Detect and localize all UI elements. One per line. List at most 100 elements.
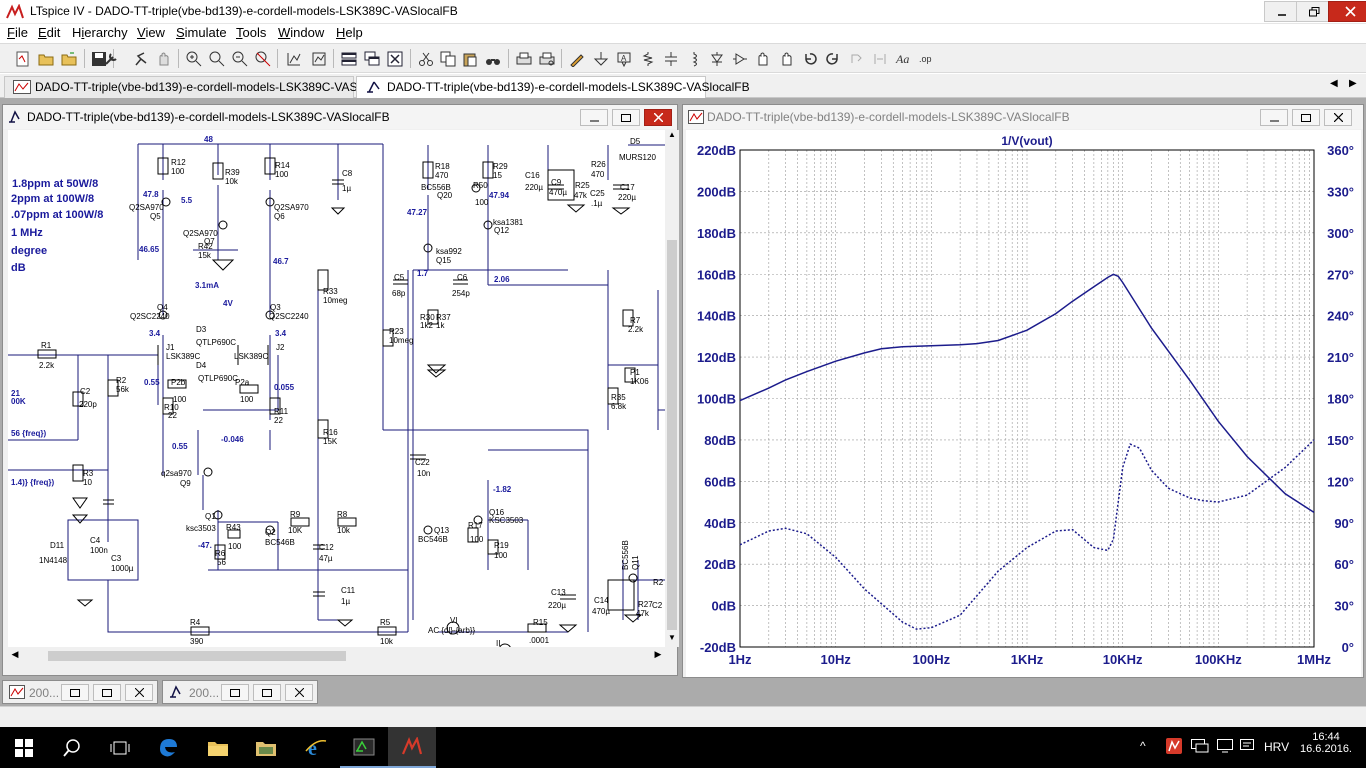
schematic-window-titlebar[interactable]: DADO-TT-triple(vbe-bd139)-e-cordell-mode… [3,105,677,129]
restore-button[interactable] [612,109,640,126]
ltspice-app-icon[interactable] [6,3,24,20]
print-preview-icon[interactable] [536,48,557,69]
minimized-schematic-window[interactable]: 200... [162,680,318,704]
minimize-button[interactable] [1260,109,1288,126]
file-explorer-icon[interactable] [194,727,242,768]
spice-directive-icon[interactable]: .op [915,48,936,69]
menu-simulate[interactable]: Simulate [176,25,227,40]
menu-hierarchy[interactable]: Hierarchy [72,25,128,40]
ground-icon[interactable] [590,48,611,69]
close-icon[interactable] [384,48,405,69]
inductor-icon[interactable] [683,48,704,69]
input-language[interactable]: HRV [1264,740,1290,754]
scroll-down-icon[interactable]: ▼ [668,633,676,642]
tile-horizontal-icon[interactable] [338,48,359,69]
rotate-icon[interactable] [846,48,867,69]
close-button[interactable] [1328,1,1366,22]
scroll-thumb[interactable] [48,651,346,661]
search-icon[interactable] [48,727,96,768]
scroll-left-icon[interactable]: ◀ [11,649,19,659]
schematic-horizontal-scrollbar[interactable]: ◀ ▶ [8,647,665,665]
close-button[interactable] [125,684,153,701]
menu-help[interactable]: Help [336,25,363,40]
minimized-waveform-window[interactable]: 200... [2,680,158,704]
menu-edit[interactable]: Edit [38,25,60,40]
print-icon[interactable] [513,48,534,69]
mirror-icon[interactable] [869,48,890,69]
show-hidden-icons-icon[interactable]: ^ [1140,739,1146,753]
waveform-window-titlebar[interactable]: DADO-TT-triple(vbe-bd139)-e-cordell-mode… [683,105,1363,129]
text-icon[interactable]: Aa [892,48,913,69]
zoom-in-icon[interactable] [183,48,204,69]
save-icon[interactable] [88,48,109,69]
component-icon[interactable] [729,48,750,69]
menu-window[interactable]: Window [278,25,324,40]
cut-icon[interactable] [415,48,436,69]
action-center-icon[interactable] [1240,739,1254,756]
open-icon[interactable] [35,48,56,69]
menu-tools[interactable]: Tools [236,25,266,40]
tab-scroll-right-icon[interactable]: ▶ [1349,78,1357,89]
diode-icon[interactable] [706,48,727,69]
halt-icon[interactable] [153,48,174,69]
new-schematic-icon[interactable] [12,48,33,69]
trace-title[interactable]: 1/V(vout) [1001,134,1052,148]
network-icon[interactable] [1217,739,1233,756]
svg-text:3.1mA: 3.1mA [195,281,219,290]
capacitor-icon[interactable] [660,48,681,69]
find-icon[interactable] [482,48,503,69]
restore-button[interactable] [221,684,249,701]
resistor-icon[interactable] [637,48,658,69]
close-button[interactable] [285,684,313,701]
close-button[interactable] [644,109,672,126]
ltspice-icon[interactable] [388,727,436,768]
ltspice-tray-icon[interactable] [1166,738,1182,757]
paste-icon[interactable] [459,48,480,69]
drag-icon[interactable] [776,48,797,69]
menu-view[interactable]: View [137,25,165,40]
copy-icon[interactable] [437,48,458,69]
zoom-pan-icon[interactable] [206,48,227,69]
internet-explorer-icon[interactable]: e [292,727,340,768]
clock[interactable]: 16:44 16.6.2016. [1300,731,1352,755]
run-icon[interactable] [130,48,151,69]
start-icon[interactable] [0,727,48,768]
zoom-fit-icon[interactable] [252,48,273,69]
scroll-up-icon[interactable]: ▲ [668,130,676,139]
maximize-button[interactable] [253,684,281,701]
redo-icon[interactable] [822,48,843,69]
display-icon[interactable] [1191,739,1209,756]
zoom-out-icon[interactable] [229,48,250,69]
svg-text:21: 21 [11,389,20,398]
edge-icon[interactable] [144,727,192,768]
control-panel-icon[interactable] [100,48,121,69]
minimize-button[interactable] [1264,1,1300,22]
folder-icon[interactable] [242,727,290,768]
restore-button[interactable] [61,684,89,701]
move-icon[interactable] [752,48,773,69]
ltspice-schematic-icon[interactable] [340,727,388,768]
autorange-icon[interactable] [283,48,304,69]
restore-button[interactable] [1292,109,1320,126]
tab-waveform[interactable]: DADO-TT-triple(vbe-bd139)-e-cordell-mode… [4,76,398,98]
restore-button[interactable] [1296,1,1332,22]
maximize-button[interactable] [93,684,121,701]
task-view-icon[interactable] [96,727,144,768]
svg-text:56: 56 [217,558,226,567]
schematic-vertical-scrollbar[interactable]: ▲ ▼ [665,130,679,647]
label-net-icon[interactable]: A [613,48,634,69]
menu-file[interactable]: File [7,25,28,40]
open-icon[interactable] [58,48,79,69]
cascade-icon[interactable] [361,48,382,69]
tab-schematic[interactable]: DADO-TT-triple(vbe-bd139)-e-cordell-mode… [356,76,750,98]
schematic-canvas[interactable]: 1.8ppm at 50W/8 2ppm at 100W/8 .07ppm at… [8,130,665,647]
autorange-icon[interactable] [308,48,329,69]
undo-icon[interactable] [799,48,820,69]
minimize-button[interactable] [580,109,608,126]
draw-wire-icon[interactable] [566,48,587,69]
tab-scroll-left-icon[interactable]: ◀ [1330,78,1338,89]
close-button[interactable] [1324,109,1352,126]
scroll-thumb[interactable] [667,240,677,630]
scroll-right-icon[interactable]: ▶ [654,649,662,659]
